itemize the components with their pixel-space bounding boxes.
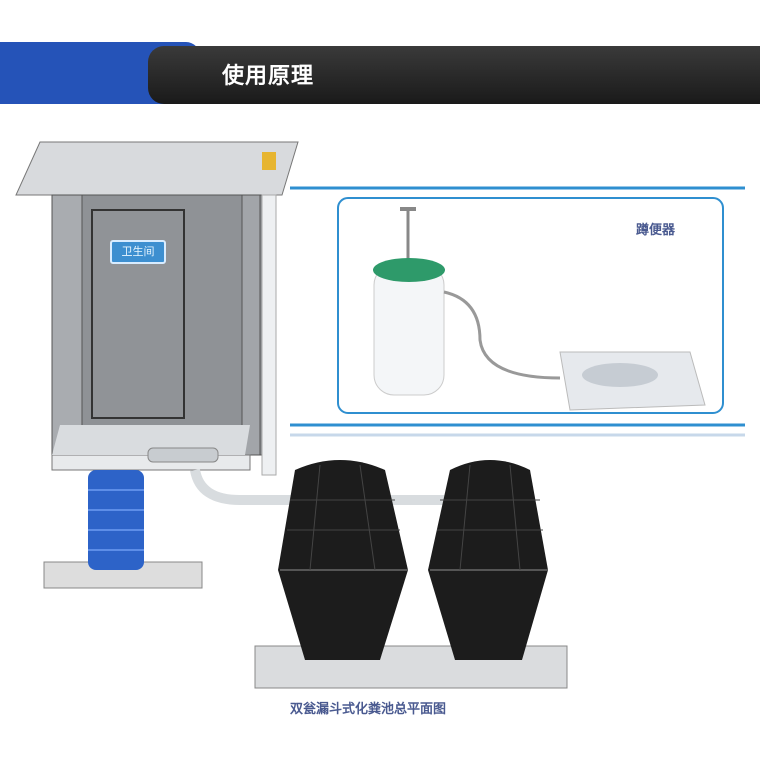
page-title: 使用原理 <box>222 64 315 89</box>
flush-hose <box>443 290 561 380</box>
blue-tank-icon <box>43 470 203 589</box>
header-bar <box>148 46 760 104</box>
inset-label: 蹲便器 <box>636 223 676 238</box>
restroom-cabin <box>15 141 299 471</box>
diagram-caption: 双瓮漏斗式化粪池总平面图 <box>290 702 447 717</box>
squat-toilet-icon <box>559 351 706 411</box>
restroom-sign: 卫生间 <box>110 240 166 264</box>
septic-tank-left-icon <box>278 460 408 660</box>
septic-tank-right-icon <box>428 460 548 660</box>
bucket-icon <box>373 207 445 396</box>
